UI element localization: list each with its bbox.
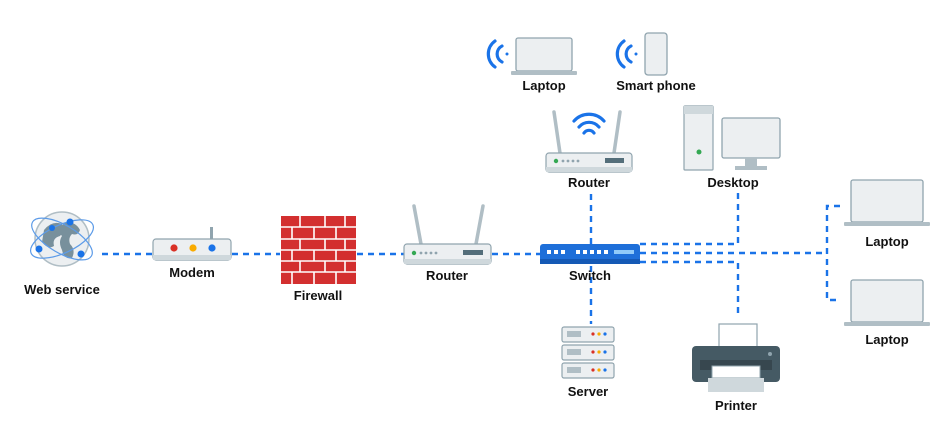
laptop-icon: [844, 279, 930, 326]
label-laptop-bottom: Laptop: [865, 332, 909, 347]
label-laptop-top: Laptop: [865, 234, 909, 249]
link-switch-desktop: [640, 192, 740, 246]
laptop-icon: [511, 37, 577, 75]
smartphone-icon: [644, 32, 668, 76]
brick-wall-icon: [281, 216, 356, 284]
label-desktop: Desktop: [707, 175, 759, 190]
wifi-router-icon: [545, 110, 633, 173]
label-router-main: Router: [426, 268, 468, 283]
label-firewall: Firewall: [293, 288, 343, 303]
router-icon: [403, 204, 492, 265]
link-laptop-bracket: [825, 204, 840, 302]
desktop-icon: [683, 105, 781, 171]
wifi-signal-icon: [615, 39, 638, 69]
label-server: Server: [567, 384, 609, 399]
label-laptop-wifi: Laptop: [522, 78, 566, 93]
label-switch: Switch: [569, 268, 611, 283]
switch-icon: [540, 244, 640, 264]
globe-icon: [30, 211, 94, 267]
printer-icon: [692, 323, 780, 392]
modem-icon: [152, 227, 232, 261]
wifi-signal-icon: [486, 39, 509, 69]
label-web-service: Web service: [24, 282, 100, 297]
server-rack-icon: [561, 326, 615, 379]
link-switch-printer: [640, 260, 740, 316]
label-router-wifi: Router: [568, 175, 610, 190]
label-smart-phone: Smart phone: [616, 78, 696, 93]
connection-links: [102, 190, 840, 324]
label-modem: Modem: [169, 265, 215, 280]
laptop-icon: [844, 179, 930, 226]
label-printer: Printer: [715, 398, 757, 413]
